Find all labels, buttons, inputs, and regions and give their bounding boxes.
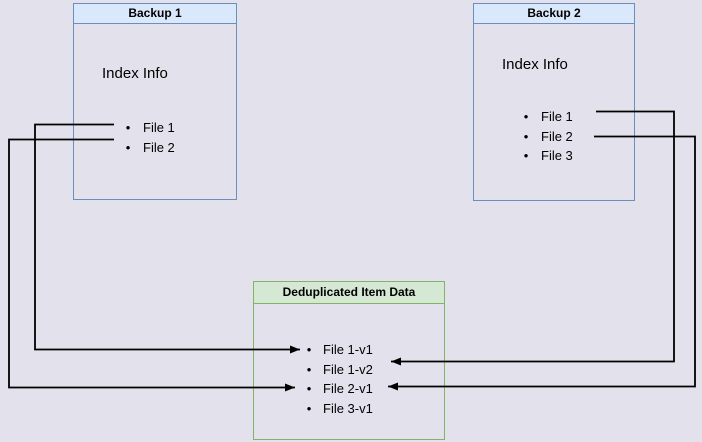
backup1-file-list: • File 1 • File 2 <box>121 118 175 157</box>
bullet-icon: • <box>125 139 131 155</box>
backup1-file2-label: File 2 <box>143 139 175 155</box>
backup2-title: Backup 2 <box>474 4 634 24</box>
list-item: • File 3 <box>519 146 573 166</box>
list-item: • File 2-v1 <box>302 379 373 399</box>
list-item: • File 1-v1 <box>302 340 373 360</box>
dedup-file1-v2-label: File 1-v2 <box>323 361 373 377</box>
bullet-icon: • <box>523 109 529 125</box>
list-item: • File 2 <box>121 138 175 158</box>
bullet-icon: • <box>306 381 312 397</box>
backup1-title: Backup 1 <box>74 4 236 24</box>
backup2-node: Backup 2 Index Info • File 1 • File 2 • … <box>473 3 635 201</box>
dedup-file2-v1-label: File 2-v1 <box>323 381 373 397</box>
bullet-icon: • <box>306 361 312 377</box>
list-item: • File 1 <box>519 107 573 127</box>
dedup-node: Deduplicated Item Data • File 1-v1 • Fil… <box>253 281 445 440</box>
list-item: • File 2 <box>519 127 573 147</box>
dedup-item-list: • File 1-v1 • File 1-v2 • File 2-v1 • Fi… <box>302 340 373 418</box>
backup2-index-info-label: Index Info <box>502 56 568 73</box>
backup2-file2-label: File 2 <box>541 128 573 144</box>
backup2-file-list: • File 1 • File 2 • File 3 <box>519 107 573 166</box>
bullet-icon: • <box>306 400 312 416</box>
list-item: • File 1 <box>121 118 175 138</box>
list-item: • File 1-v2 <box>302 360 373 380</box>
backup2-file3-label: File 3 <box>541 148 573 164</box>
list-item: • File 3-v1 <box>302 399 373 419</box>
backup1-index-info-label: Index Info <box>102 65 168 82</box>
bullet-icon: • <box>125 120 131 136</box>
backup2-file1-label: File 1 <box>541 109 573 125</box>
backup1-node: Backup 1 Index Info • File 1 • File 2 <box>73 3 237 200</box>
backup1-file1-label: File 1 <box>143 120 175 136</box>
bullet-icon: • <box>523 148 529 164</box>
dedup-file3-v1-label: File 3-v1 <box>323 400 373 416</box>
dedup-file1-v1-label: File 1-v1 <box>323 342 373 358</box>
dedup-title: Deduplicated Item Data <box>254 282 444 304</box>
bullet-icon: • <box>523 128 529 144</box>
bullet-icon: • <box>306 342 312 358</box>
